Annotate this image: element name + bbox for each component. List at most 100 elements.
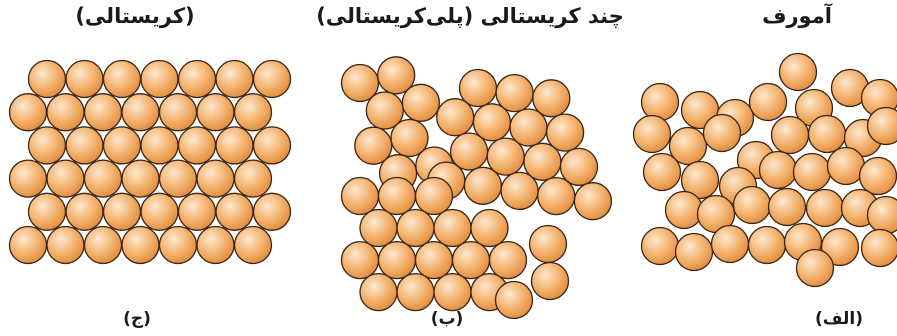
atom-amorphous [772, 117, 809, 154]
atom-crystalline [216, 61, 253, 98]
atom-amorphous [862, 230, 897, 267]
atom-crystalline [141, 193, 178, 230]
atom-crystalline [66, 61, 103, 98]
atom-crystalline [197, 227, 234, 264]
atom-crystalline [85, 160, 122, 197]
atom-crystalline [197, 94, 234, 131]
polycrystalline-caption: (ب) [431, 309, 464, 329]
atom-crystalline [47, 227, 84, 264]
atom-crystalline [179, 61, 216, 98]
atom-crystalline [122, 94, 159, 131]
atom-amorphous [642, 84, 679, 121]
atom-crystalline [29, 193, 66, 230]
atom-crystalline [254, 127, 291, 164]
atom-crystalline [235, 227, 272, 264]
atom-polycrystalline [342, 178, 379, 215]
atom-crystalline [235, 94, 272, 131]
atom-amorphous [666, 192, 703, 229]
atom-crystalline [141, 127, 178, 164]
atom-polycrystalline [416, 242, 453, 279]
atom-crystalline [216, 193, 253, 230]
atom-amorphous [807, 190, 844, 227]
atom-amorphous [868, 108, 897, 145]
atom-crystalline [10, 160, 47, 197]
atom-crystalline [104, 61, 141, 98]
atom-crystalline [254, 193, 291, 230]
atom-amorphous [712, 226, 749, 263]
atom-polycrystalline [437, 99, 474, 136]
atom-crystalline [160, 160, 197, 197]
atom-amorphous [809, 116, 846, 153]
atom-amorphous [644, 154, 681, 191]
polycrystalline-title: چند کریستالی (پلی‌کریستالی) [316, 4, 624, 28]
atom-crystalline [10, 227, 47, 264]
atom-polycrystalline [416, 178, 453, 215]
polycrystalline-lattice [342, 57, 612, 319]
atom-amorphous [828, 148, 865, 185]
atom-crystalline [29, 127, 66, 164]
atom-polycrystalline [464, 167, 501, 204]
atom-polycrystalline [530, 226, 567, 263]
atom-polycrystalline [471, 210, 508, 247]
atom-polycrystalline [360, 210, 397, 247]
atom-crystalline [160, 94, 197, 131]
atom-crystalline [29, 61, 66, 98]
atom-crystalline [141, 61, 178, 98]
atom-crystalline [235, 160, 272, 197]
crystalline-title: (کریستالی) [75, 4, 194, 28]
amorphous-caption: (الف) [815, 309, 863, 329]
crystalline-lattice [10, 61, 291, 264]
atom-polycrystalline [501, 172, 538, 209]
atom-polycrystalline [342, 242, 379, 279]
atom-crystalline [10, 94, 47, 131]
atom-amorphous [780, 54, 817, 91]
atom-crystalline [122, 160, 159, 197]
atom-crystalline [197, 160, 234, 197]
atom-crystalline [104, 193, 141, 230]
atom-polycrystalline [397, 210, 434, 247]
atom-crystalline [160, 227, 197, 264]
atom-crystalline [66, 127, 103, 164]
atom-polycrystalline [574, 183, 611, 220]
atom-crystalline [179, 193, 216, 230]
amorphous-title: آمورف [762, 4, 832, 28]
atom-amorphous [769, 189, 806, 226]
atom-crystalline [179, 127, 216, 164]
atom-amorphous [704, 115, 741, 152]
atom-polycrystalline [397, 274, 434, 311]
atom-amorphous [794, 154, 831, 191]
atom-polycrystalline [379, 242, 416, 279]
atom-crystalline [66, 193, 103, 230]
atom-crystalline [47, 160, 84, 197]
atom-polycrystalline [490, 242, 527, 279]
atom-amorphous [634, 116, 671, 153]
crystalline-caption: (ج) [123, 309, 151, 329]
atom-polycrystalline [434, 274, 471, 311]
atom-amorphous [734, 187, 771, 224]
atom-amorphous [797, 250, 834, 287]
atom-amorphous [749, 227, 786, 264]
atom-crystalline [85, 94, 122, 131]
atom-amorphous [642, 228, 679, 265]
atom-polycrystalline [496, 282, 533, 319]
atom-crystalline [85, 227, 122, 264]
atom-amorphous [676, 234, 713, 271]
atom-polycrystalline [360, 274, 397, 311]
amorphous-arrangement [634, 54, 897, 287]
atom-crystalline [122, 227, 159, 264]
atom-crystalline [216, 127, 253, 164]
atom-crystalline [254, 61, 291, 98]
atom-amorphous [860, 158, 897, 195]
atom-polycrystalline [453, 242, 490, 279]
atom-polycrystalline [434, 210, 471, 247]
atom-polycrystalline [538, 178, 575, 215]
atom-polycrystalline [532, 263, 569, 300]
atom-polycrystalline [379, 178, 416, 215]
atom-polycrystalline [402, 84, 439, 121]
atom-crystalline [47, 94, 84, 131]
atom-amorphous [868, 197, 897, 234]
atom-amorphous [760, 152, 797, 189]
atom-amorphous [750, 84, 787, 121]
